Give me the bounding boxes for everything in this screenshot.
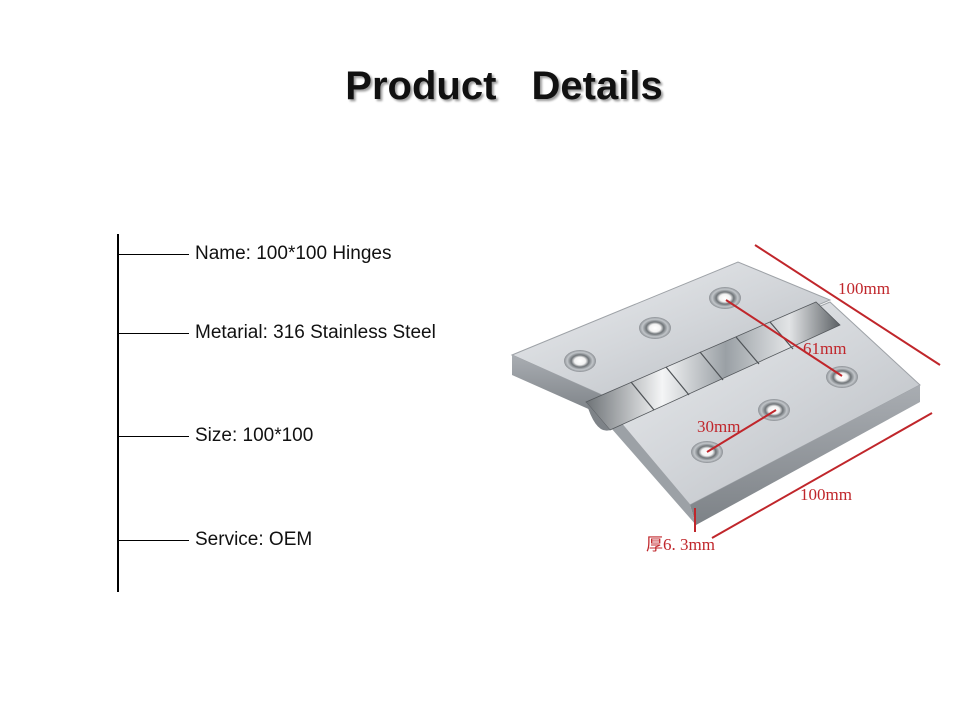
hinge-image	[510, 244, 941, 539]
dimension-label-hole-spacing-long: 61mm	[803, 339, 847, 358]
dimension-line-61	[725, 299, 843, 377]
spec-tick	[119, 333, 189, 334]
spec-vertical-line	[117, 234, 119, 592]
dimension-line-top	[754, 244, 941, 366]
hinge-front-plate-side	[600, 398, 696, 525]
spec-label-size: Size: 100*100	[195, 425, 314, 446]
spec-tick	[119, 540, 189, 541]
page-title: Product Details	[345, 64, 663, 108]
dimension-line-30	[706, 409, 777, 453]
spec-label-service: Service: OEM	[195, 529, 313, 550]
spec-label-name: Name: 100*100 Hinges	[195, 243, 392, 264]
spec-tick	[119, 436, 189, 437]
dimension-line-bottom	[711, 412, 933, 539]
dimension-label-bottom-width: 100mm	[800, 485, 852, 504]
hinge-hole	[639, 317, 671, 339]
spec-label-material: Metarial: 316 Stainless Steel	[195, 322, 436, 343]
dimension-label-top-width: 100mm	[838, 279, 890, 298]
dimension-label-hole-spacing-short: 30mm	[697, 417, 741, 436]
hinge-back-plate-edge	[512, 355, 602, 415]
hinge-front-plate-edge	[690, 385, 920, 525]
hinge-hole	[564, 350, 596, 372]
dimension-label-thickness: 厚6. 3mm	[646, 535, 715, 554]
spec-tick	[119, 254, 189, 255]
